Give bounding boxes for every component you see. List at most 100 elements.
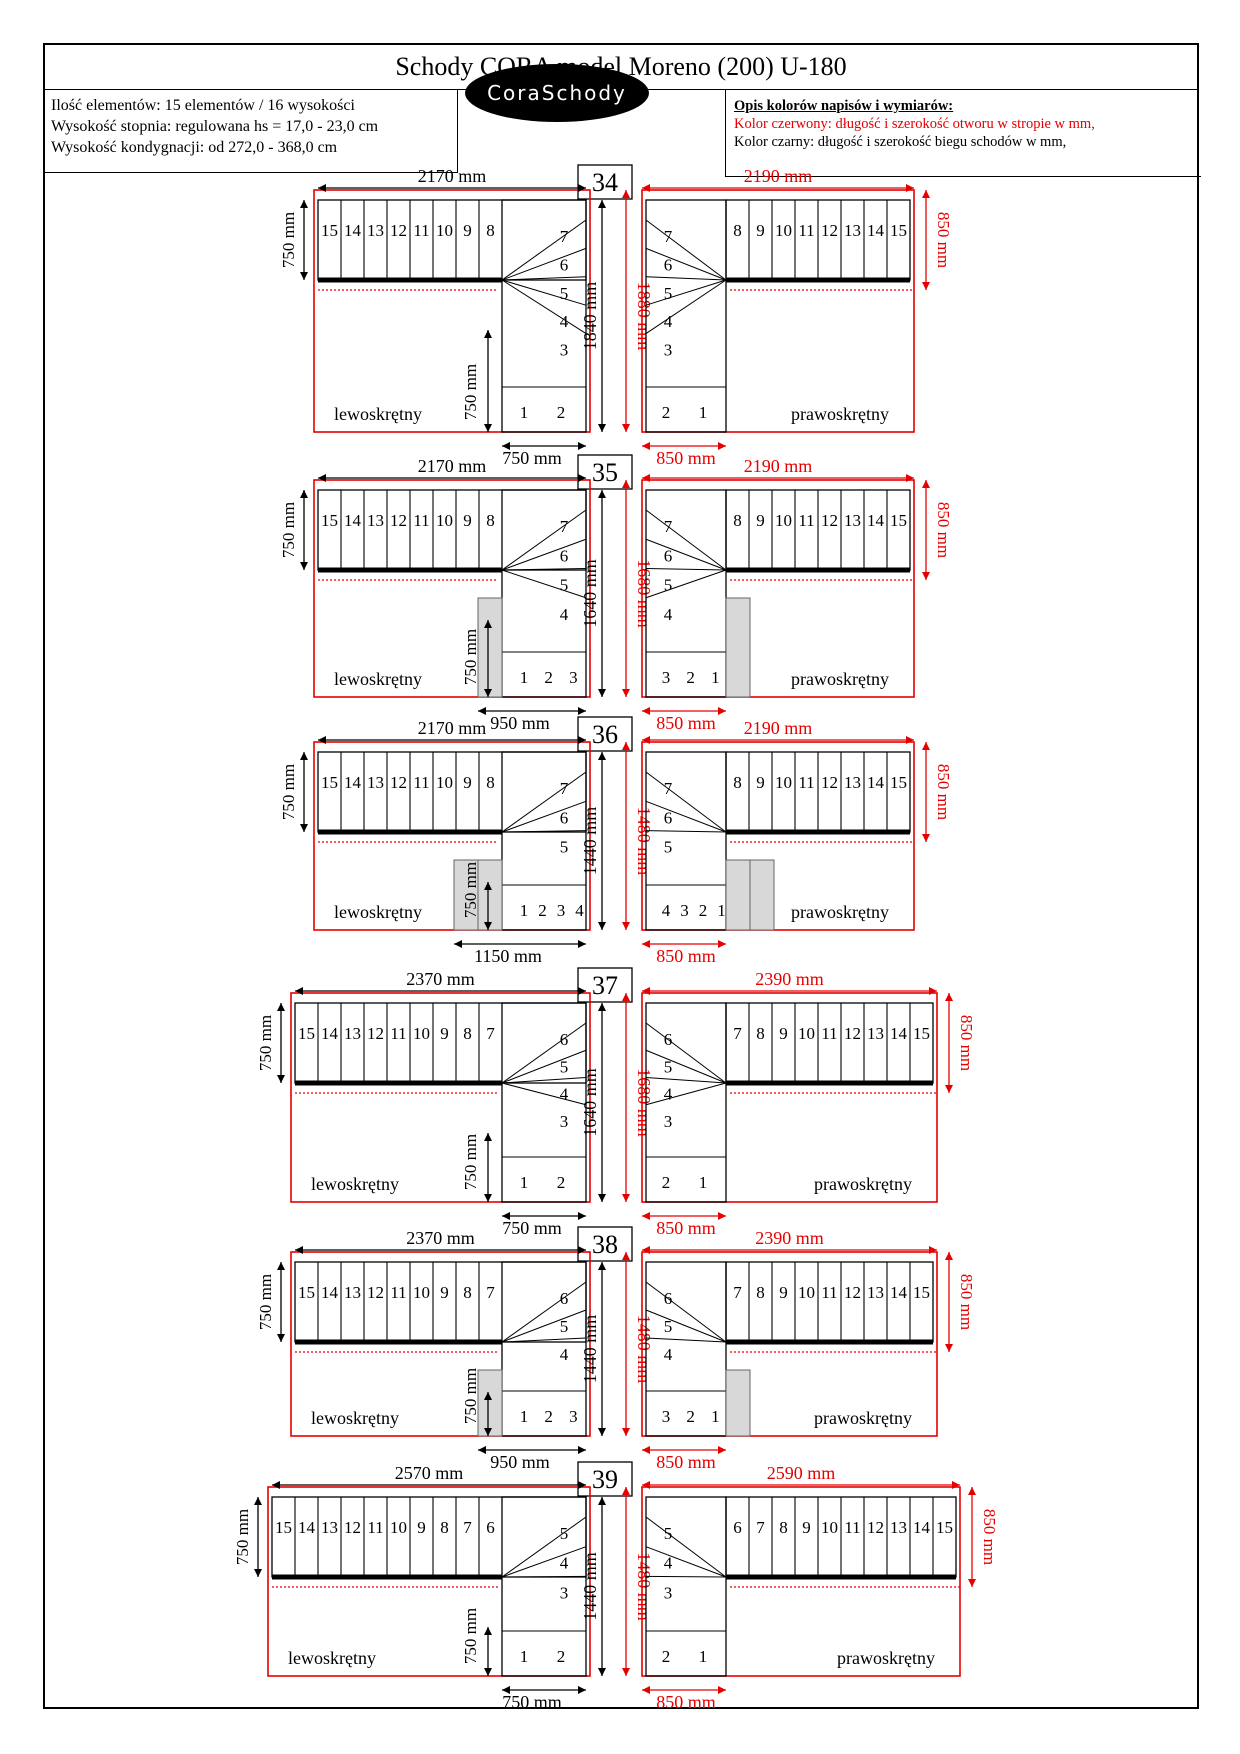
right-step-number: 14	[867, 511, 885, 530]
left-grey-step	[477, 859, 503, 931]
left-grey-step	[453, 859, 479, 931]
right-bottom-dim-head-a	[642, 1446, 650, 1454]
left-orientation-label: lewoskrętny	[334, 902, 422, 922]
depth-red-dim-head-b	[622, 689, 630, 697]
right-bottom-dim-head-b	[718, 1686, 726, 1694]
right-bottom-label: 850 mm	[656, 1218, 716, 1238]
right-length-dim-head-a	[642, 1246, 650, 1254]
left-width-dim-head-b	[254, 1569, 262, 1577]
left-step-number: 10	[436, 221, 453, 240]
left-step-number: 4	[560, 1554, 569, 1573]
right-step-number: 4	[664, 1085, 673, 1104]
left-step-number: 13	[344, 1024, 361, 1043]
right-length-dim-head-b	[929, 1246, 937, 1254]
right-opening-outline	[641, 189, 915, 433]
right-step-number: 12	[867, 1518, 884, 1537]
right-width-dim-head-b	[945, 1344, 953, 1352]
left-step-number: 7	[486, 1024, 495, 1043]
left-width-label: 750 mm	[279, 764, 298, 820]
right-step-number: 2	[686, 1407, 695, 1426]
left-straight-run	[317, 199, 587, 281]
right-step-number: 14	[890, 1283, 908, 1302]
depth-red-dim-head-a	[622, 1487, 630, 1495]
left-length-label: 2370 mm	[406, 969, 475, 989]
info-box: Ilość elementów: 15 elementów / 16 wysok…	[45, 89, 458, 173]
left-inner-height-label: 750 mm	[461, 629, 480, 685]
right-step-number: 15	[936, 1518, 953, 1537]
left-winder-line	[501, 1049, 587, 1084]
right-winder-line	[645, 1049, 727, 1084]
right-step-number: 14	[913, 1518, 931, 1537]
depth-black-label: 1440 mm	[580, 1552, 600, 1621]
left-winder-line	[501, 1022, 587, 1084]
left-bottom-dim-head-b	[578, 1212, 586, 1220]
left-step-number: 7	[560, 517, 569, 536]
depth-black-label: 1640 mm	[580, 1068, 600, 1137]
left-winder-line	[501, 568, 587, 571]
left-inner-height-dim-head-a	[484, 1392, 492, 1400]
left-winder-line	[501, 1281, 587, 1343]
left-step-number: 11	[367, 1518, 383, 1537]
depth-red-label: 1880 mm	[634, 282, 654, 351]
left-step-number: 8	[463, 1283, 472, 1302]
variant-number: 34	[592, 168, 618, 197]
left-length-dim-head-a	[318, 474, 326, 482]
left-step-number: 6	[486, 1518, 495, 1537]
left-step-number: 8	[486, 221, 495, 240]
left-step-number: 9	[440, 1024, 449, 1043]
left-opening-outline	[313, 741, 591, 931]
right-step-number: 13	[867, 1283, 884, 1302]
right-winder-line	[645, 771, 727, 833]
left-straight-run	[294, 1002, 587, 1084]
left-step-number: 12	[390, 773, 407, 792]
left-length-dim-head-b	[578, 736, 586, 744]
right-winder-line	[645, 247, 727, 281]
left-step-number: 9	[463, 221, 472, 240]
left-step-number: 10	[413, 1283, 430, 1302]
left-step-number: 1	[520, 1647, 529, 1666]
left-width-dim-head-b	[300, 562, 308, 570]
depth-black-label: 1440 mm	[580, 807, 600, 876]
left-step-number: 12	[390, 221, 407, 240]
right-length-dim-head-b	[929, 987, 937, 995]
left-inner-height-dim-head-b	[484, 689, 492, 697]
right-bottom-dim-head-a	[642, 707, 650, 715]
right-grey-step	[725, 597, 751, 698]
right-width-dim-head-a	[945, 993, 953, 1001]
depth-black-dim-head-b	[598, 424, 606, 432]
right-length-label: 2190 mm	[744, 166, 813, 186]
depth-red-dim-head-b	[622, 922, 630, 930]
left-bottom-label: 750 mm	[502, 1692, 562, 1712]
left-orientation-label: lewoskrętny	[334, 404, 422, 424]
info-step-height: Wysokość stopnia: regulowana hs = 17,0 -…	[51, 118, 379, 135]
left-length-dim-head-b	[578, 474, 586, 482]
right-step-number: 11	[798, 511, 814, 530]
left-opening-outline	[290, 1251, 591, 1437]
right-step-number: 9	[756, 511, 765, 530]
right-turn-run	[645, 489, 727, 698]
depth-black-dim-head-b	[598, 1668, 606, 1676]
right-step-number: 3	[664, 341, 673, 360]
left-step-number: 5	[560, 576, 569, 595]
depth-red-dim-head-a	[622, 190, 630, 198]
right-opening-outline	[641, 1486, 961, 1677]
right-grey-step	[725, 1369, 751, 1437]
depth-black-dim-head-b	[598, 922, 606, 930]
left-length-label: 2170 mm	[418, 456, 487, 476]
right-step-number: 8	[779, 1518, 788, 1537]
right-step-number: 11	[798, 221, 814, 240]
right-width-dim-head-a	[922, 190, 930, 198]
left-inner-height-dim-head-a	[484, 882, 492, 890]
depth-red-dim-head-a	[622, 993, 630, 1001]
left-step-number: 4	[560, 1085, 569, 1104]
right-winder-line	[645, 568, 727, 571]
right-width-dim-head-a	[922, 742, 930, 750]
right-step-number: 4	[664, 605, 673, 624]
right-orientation-label: prawoskrętny	[814, 1174, 912, 1194]
left-orientation-label: lewoskrętny	[311, 1174, 399, 1194]
right-step-number: 1	[699, 1647, 708, 1666]
